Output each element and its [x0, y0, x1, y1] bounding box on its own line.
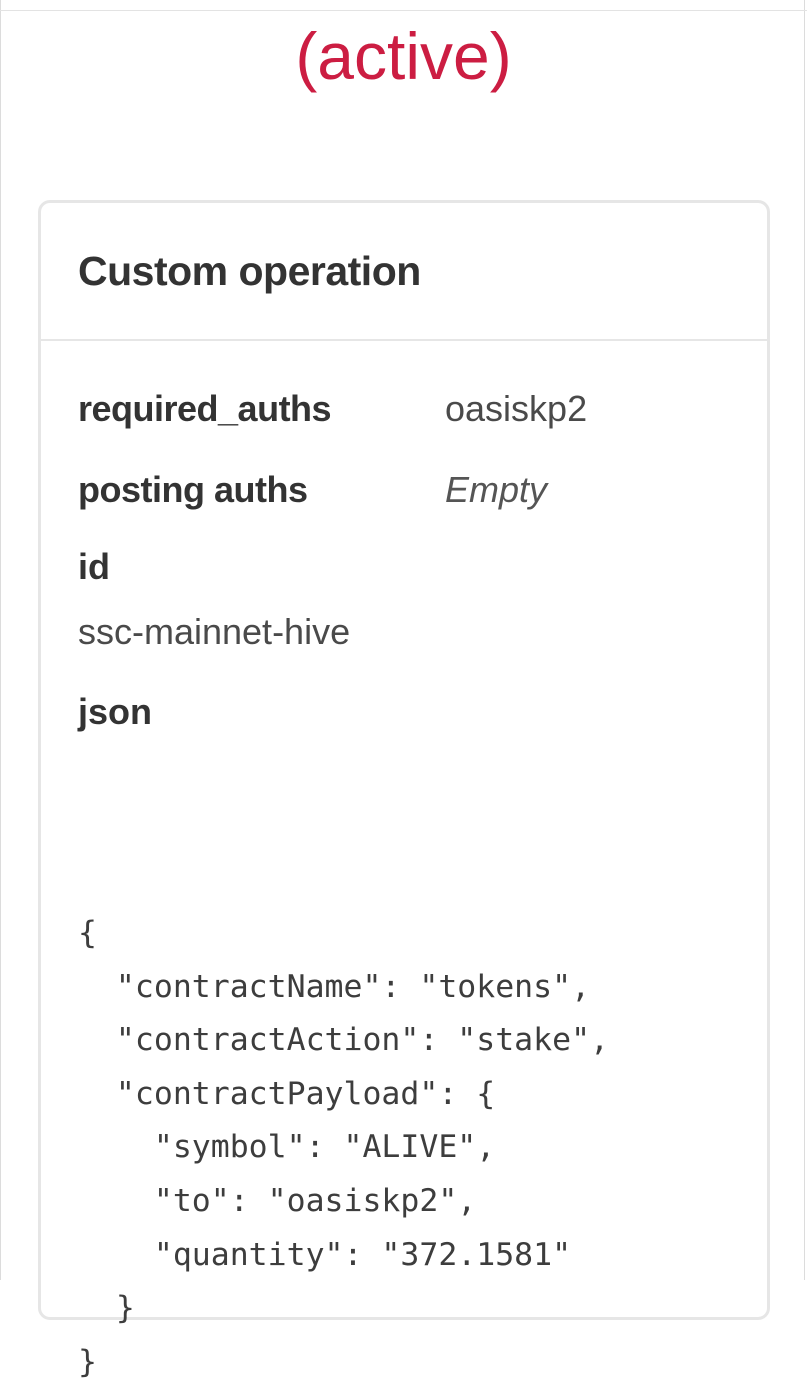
json-line: "contractPayload": {: [78, 1075, 496, 1112]
field-posting-auths: posting auths Empty: [78, 460, 547, 520]
posting-auths-label: posting auths: [78, 469, 308, 510]
card-header: Custom operation: [41, 203, 767, 341]
required-auths-label: required_auths: [78, 388, 332, 429]
field-required-auths: required_auths oasiskp2: [78, 379, 587, 439]
json-line: "contractName": "tokens",: [78, 968, 591, 1005]
json-line: "to": "oasiskp2",: [78, 1182, 477, 1219]
id-value: ssc-mainnet-hive: [78, 611, 351, 652]
custom-operation-card: Custom operation required_auths oasiskp2…: [38, 200, 770, 1380]
json-line: {: [78, 915, 97, 951]
required-auths-value[interactable]: oasiskp2: [445, 388, 588, 429]
json-line: "quantity": "372.1581": [78, 1236, 572, 1273]
id-label: id: [78, 546, 110, 587]
page-frame: [0, 0, 805, 1280]
posting-auths-value: Empty: [445, 469, 548, 510]
json-line: }: [78, 1343, 97, 1380]
json-line: "contractAction": "stake",: [78, 1022, 610, 1059]
json-label: json: [78, 691, 153, 732]
top-divider: [0, 10, 807, 11]
json-line: "symbol": "ALIVE",: [78, 1129, 496, 1166]
json-payload: { "contractName": "tokens", "contractAct…: [78, 907, 609, 1389]
card-title: Custom operation: [78, 247, 421, 294]
json-line: }: [78, 1290, 135, 1327]
operation-status-label: (active): [295, 19, 512, 93]
